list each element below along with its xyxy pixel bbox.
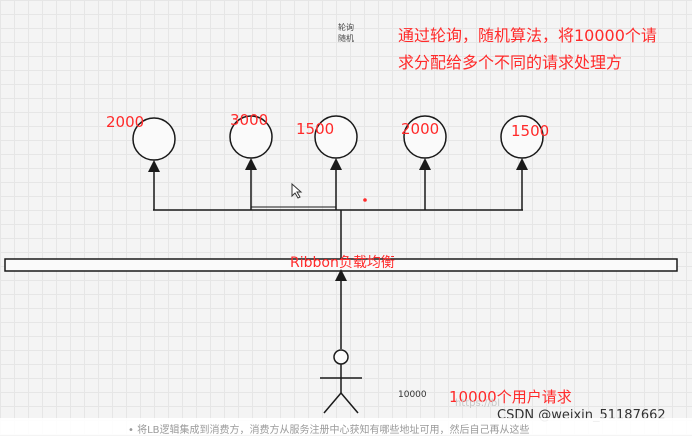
annotation-note-line-1: 通过轮询，随机算法，将10000个请 (398, 26, 657, 45)
server-label-5: 1500 (511, 122, 550, 140)
bottom-text-strip (0, 418, 692, 435)
server-label-1: 2000 (106, 113, 145, 131)
user-figure (320, 349, 362, 414)
annotation-dot (363, 198, 367, 202)
bottom-caption: • 将LB逻辑集成到消费方，消费方从服务注册中心获知有哪些地址可用，然后自己再从… (128, 425, 530, 436)
client-count-label: 10000 (398, 390, 427, 400)
server-label-3: 1500 (296, 120, 335, 138)
load-balancer-label: Ribbon负载均衡 (290, 255, 395, 271)
server-label-4: 2000 (401, 120, 440, 138)
algorithm-mode-label: 轮询 随机 (338, 22, 354, 44)
mode-random: 随机 (338, 34, 354, 43)
mouse-cursor-icon (291, 183, 303, 199)
annotation-note: 通过轮询，随机算法，将10000个请 求分配给多个不同的请求处理方 (398, 22, 657, 76)
server-label-2: 3000 (230, 111, 269, 129)
annotation-note-line-2: 求分配给多个不同的请求处理方 (398, 53, 623, 72)
mode-round-robin: 轮询 (338, 23, 354, 32)
client-description: 10000个用户请求 (449, 388, 572, 406)
faint-url-watermark: https://bl (455, 398, 500, 409)
